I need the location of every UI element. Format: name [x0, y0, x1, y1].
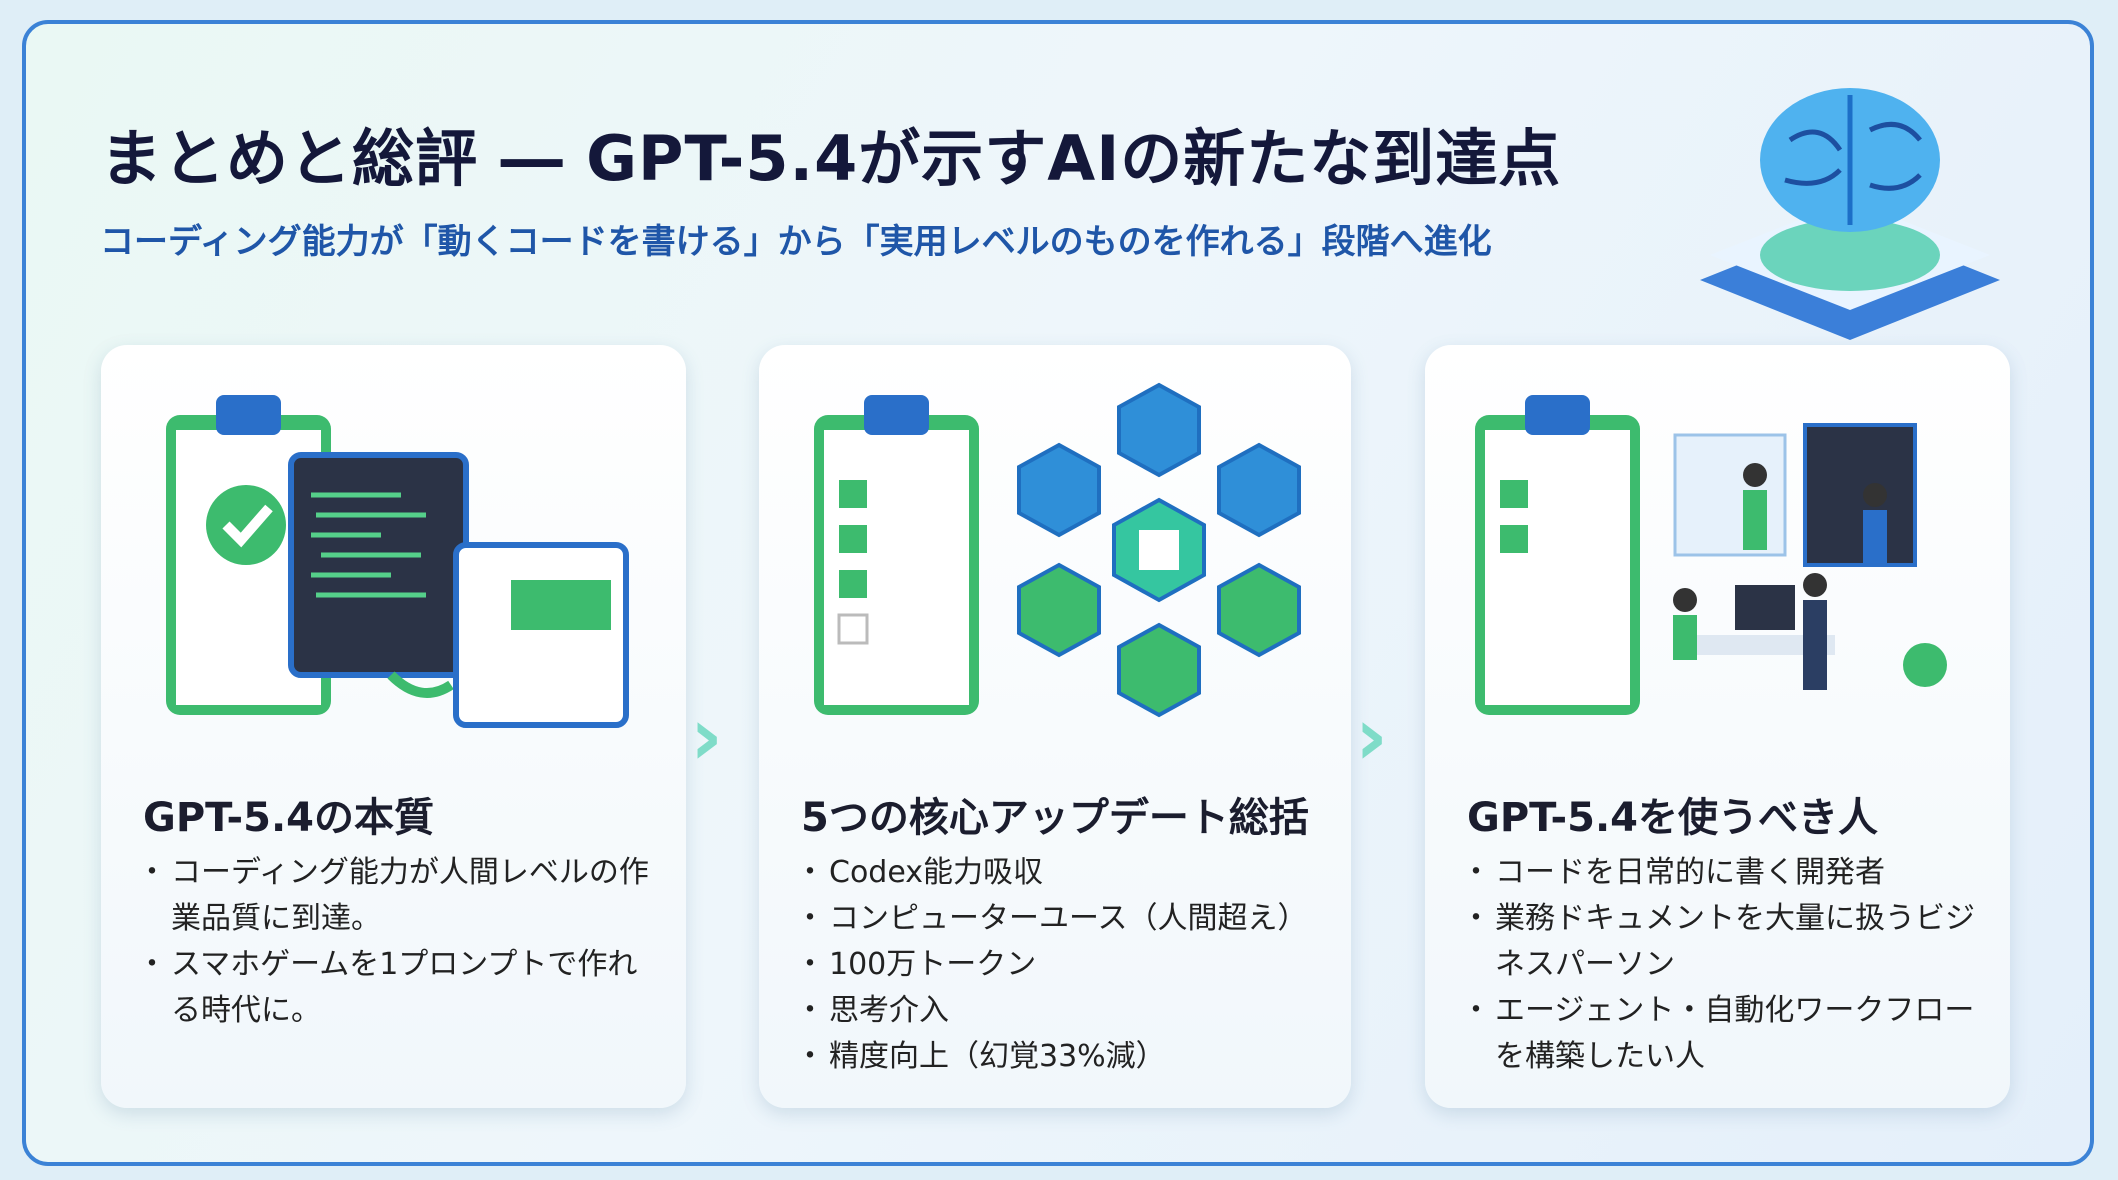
- bullet-list: コーディング能力が人間レベルの作業品質に到達。 スマホゲームを1プロンプトで作れ…: [137, 850, 656, 1034]
- checklist-hexagon-network-illustration: [814, 382, 1301, 718]
- card-heading: 5つの核心アップデート総括: [801, 795, 1309, 841]
- card-heading: GPT-5.4の本質: [143, 795, 435, 841]
- bullet-item: Codex能力吸収: [795, 850, 1321, 896]
- card-updates: 5つの核心アップデート総括 Codex能力吸収 コンピューターユース（人間超え）…: [759, 345, 1351, 1108]
- bullet-item: 精度向上（幻覚33%減）: [795, 1034, 1321, 1080]
- clipboard-code-browser-illustration: [166, 395, 629, 728]
- card-heading: GPT-5.4を使うべき人: [1467, 795, 1879, 841]
- chevron-right-icon: ›: [690, 690, 723, 783]
- bullet-item: コンピューターユース（人間超え）: [795, 896, 1321, 942]
- bullet-item: エージェント・自動化ワークフローを構築したい人: [1461, 988, 1980, 1080]
- bullet-item: 思考介入: [795, 988, 1321, 1034]
- card-essence: GPT-5.4の本質 コーディング能力が人間レベルの作業品質に到達。 スマホゲー…: [101, 345, 686, 1108]
- bullet-item: スマホゲームを1プロンプトで作れる時代に。: [137, 942, 656, 1034]
- checklist-people-workspace-illustration: [1475, 395, 1947, 715]
- page-subtitle: コーディング能力が「動くコードを書ける」から「実用レベルのものを作れる」段階へ進…: [100, 222, 1492, 262]
- chevron-right-icon: ›: [1355, 690, 1388, 783]
- bullet-item: コーディング能力が人間レベルの作業品質に到達。: [137, 850, 656, 942]
- bullet-item: 100万トークン: [795, 942, 1321, 988]
- card-target-users: GPT-5.4を使うべき人 コードを日常的に書く開発者 業務ドキュメントを大量に…: [1425, 345, 2010, 1108]
- page-title: まとめと総評 ― GPT-5.4が示すAIの新たな到達点: [100, 122, 1562, 195]
- bullet-list: Codex能力吸収 コンピューターユース（人間超え） 100万トークン 思考介入…: [795, 850, 1321, 1080]
- bullet-item: コードを日常的に書く開発者: [1461, 850, 1980, 896]
- bullet-list: コードを日常的に書く開発者 業務ドキュメントを大量に扱うビジネスパーソン エージ…: [1461, 850, 1980, 1080]
- bullet-item: 業務ドキュメントを大量に扱うビジネスパーソン: [1461, 896, 1980, 988]
- ai-brain-chip-icon: [1700, 88, 2000, 340]
